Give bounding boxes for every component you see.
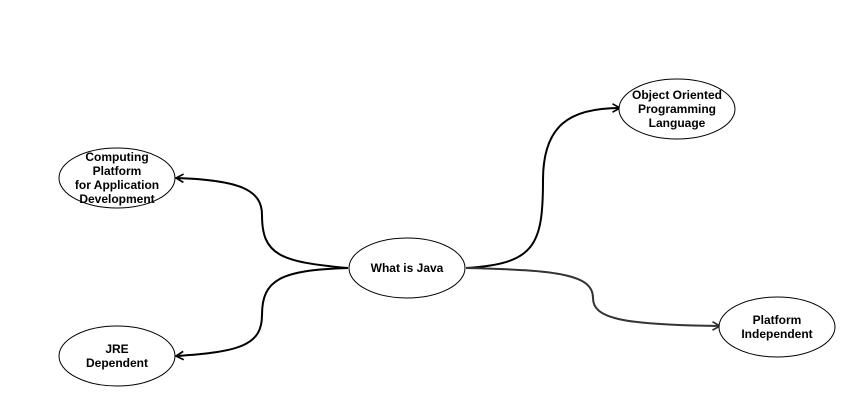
edge-center-to-platform — [465, 267, 720, 326]
node-jre-ellipse — [58, 325, 176, 387]
node-computing-ellipse — [58, 147, 176, 209]
edge-center-to-computing — [176, 178, 349, 269]
edge-center-to-oop — [465, 108, 620, 269]
node-center-ellipse — [348, 237, 466, 299]
node-platform-ellipse — [718, 296, 836, 358]
node-oop-ellipse — [618, 78, 736, 140]
edge-center-to-jre — [176, 267, 349, 356]
